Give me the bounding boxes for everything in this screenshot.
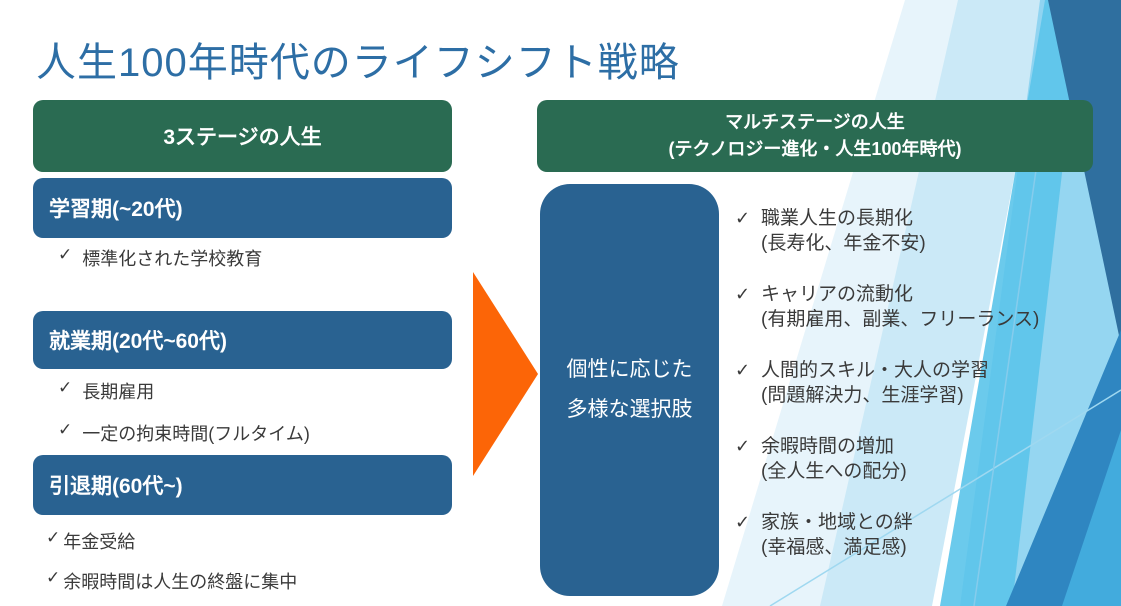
- bullet-text: 年金受給: [63, 532, 136, 552]
- bullet-subtext: (幸福感、満足感): [761, 537, 907, 558]
- right-header-line1: マルチステージの人生: [725, 112, 905, 132]
- choices-box-line2: 多様な選択肢: [566, 398, 693, 421]
- bullet-subtext: (有期雇用、副業、フリーランス): [761, 309, 1040, 330]
- bullet-subtext: (長寿化、年金不安): [761, 233, 926, 254]
- slide-title: 人生100年時代のライフシフト戦略: [36, 41, 680, 85]
- right-header-line2: (テクノロジー進化・人生100年時代): [668, 139, 962, 159]
- check-icon: ✓: [58, 420, 73, 439]
- bullet-text: 家族・地域との絆: [761, 512, 913, 533]
- bullet-item: ✓ 職業人生の長期化 (長寿化、年金不安): [735, 206, 1121, 256]
- bullet-item: ✓ 人間的スキル・大人の学習 (問題解決力、生涯学習): [735, 358, 1121, 408]
- left-header-label: 3ステージの人生: [163, 126, 322, 149]
- stage-bar-learning-label: 学習期(~20代): [49, 198, 183, 221]
- check-icon: ✓: [735, 436, 751, 456]
- bullet-text: 職業人生の長期化: [761, 208, 914, 229]
- bullet-item: ✓ 年金受給: [46, 528, 135, 554]
- bullet-item: ✓ 余暇時間の増加 (全人生への配分): [735, 434, 1121, 484]
- bullet-item: ✓ 標準化された学校教育: [58, 245, 262, 271]
- left-header: 3ステージの人生: [33, 100, 452, 172]
- stage-bar-working-label: 就業期(20代~60代): [49, 330, 227, 353]
- right-header: マルチステージの人生 (テクノロジー進化・人生100年時代): [537, 100, 1093, 172]
- bullet-text: 余暇時間の増加: [761, 436, 895, 457]
- bullet-item: ✓ 一定の拘束時間(フルタイム): [58, 420, 310, 446]
- choices-box-line1: 個性に応じた: [566, 358, 693, 381]
- stage-bar-learning: 学習期(~20代): [33, 178, 452, 238]
- bullet-item: ✓ キャリアの流動化 (有期雇用、副業、フリーランス): [735, 282, 1121, 332]
- stage-bar-retirement: 引退期(60代~): [33, 455, 452, 515]
- bullet-item: ✓ 家族・地域との絆 (幸福感、満足感): [735, 510, 1121, 560]
- stage-bar-working: 就業期(20代~60代): [33, 311, 452, 369]
- check-icon: ✓: [735, 512, 751, 532]
- check-icon: ✓: [735, 360, 751, 380]
- right-bullet-list: ✓ 職業人生の長期化 (長寿化、年金不安) ✓ キャリアの流動化 (有期雇用、副…: [735, 206, 1121, 586]
- stage-bar-retirement-label: 引退期(60代~): [49, 475, 183, 498]
- bullet-text: 標準化された学校教育: [82, 249, 263, 269]
- bullet-text: キャリアの流動化: [761, 284, 914, 305]
- check-icon: ✓: [46, 528, 61, 547]
- bullet-subtext: (全人生への配分): [761, 461, 907, 482]
- bullet-text: 一定の拘束時間(フルタイム): [82, 424, 310, 444]
- bullet-item: ✓ 長期雇用: [58, 378, 154, 404]
- bullet-subtext: (問題解決力、生涯学習): [761, 385, 964, 406]
- bullet-text: 長期雇用: [82, 382, 155, 402]
- bullet-item: ✓ 余暇時間は人生の終盤に集中: [46, 568, 297, 594]
- check-icon: ✓: [58, 245, 73, 264]
- check-icon: ✓: [46, 568, 61, 587]
- choices-box: 個性に応じた 多様な選択肢: [540, 184, 719, 596]
- arrow-right-shape: [473, 272, 538, 476]
- bullet-text: 余暇時間は人生の終盤に集中: [63, 572, 298, 592]
- check-icon: ✓: [735, 284, 751, 304]
- check-icon: ✓: [58, 378, 73, 397]
- check-icon: ✓: [735, 208, 751, 228]
- bullet-text: 人間的スキル・大人の学習: [761, 360, 990, 381]
